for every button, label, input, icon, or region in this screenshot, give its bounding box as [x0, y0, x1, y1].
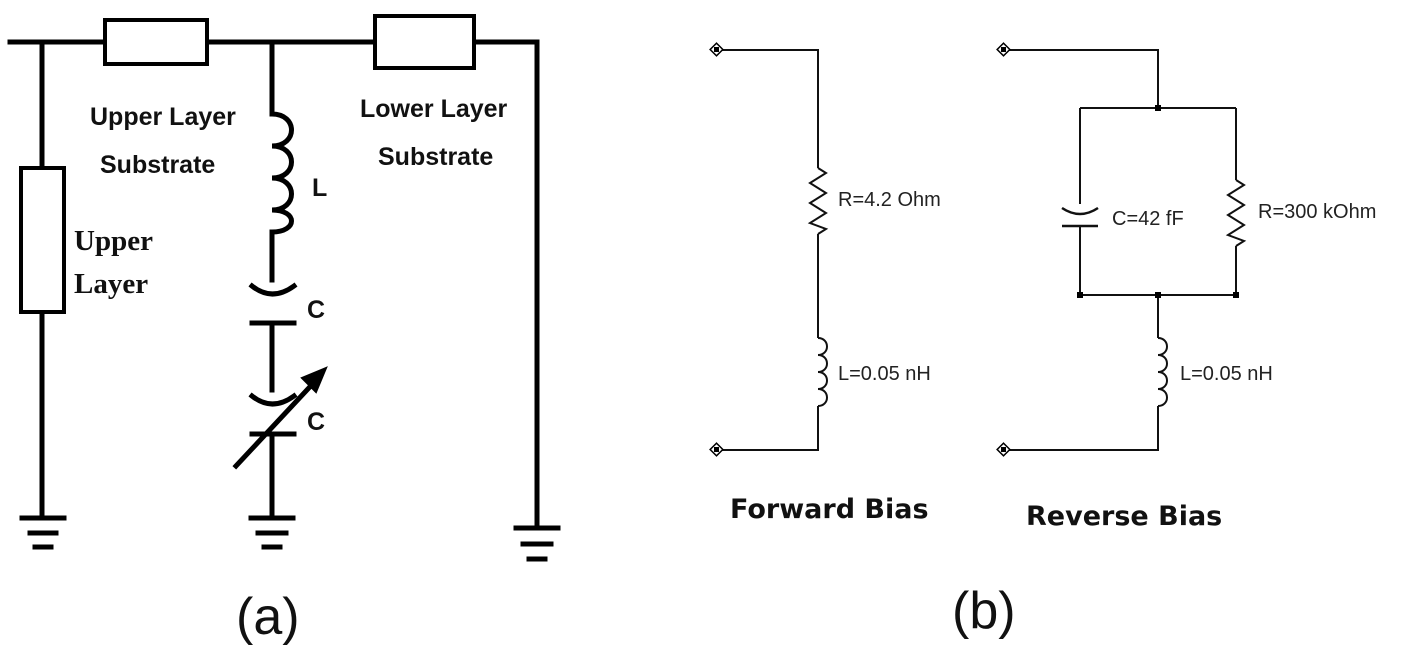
label-lower-layer-substrate-line1: Lower Layer: [360, 95, 508, 123]
panel-b-caption: (b): [952, 582, 1016, 640]
reverse-bias-wire-bottom: [1004, 406, 1159, 451]
reverse-bias-circuit: C=42 fF R=300 kOhm L=0.05 nH Reverse Bia…: [996, 42, 1376, 532]
reverse-bias-capacitor-curved-plate: [1061, 206, 1099, 216]
reverse-bias-wire-top: [1004, 49, 1159, 108]
label-upper-layer-substrate-line2: Substrate: [100, 151, 215, 179]
forward-bias-title: Forward Bias: [730, 494, 929, 525]
inductor-symbol: [269, 111, 294, 235]
variable-capacitor-curved-plate: [248, 392, 298, 407]
reverse-bias-node-bottom-left: [1077, 292, 1083, 298]
forward-bias-wire-bottom: [717, 406, 819, 451]
reverse-bias-title: Reverse Bias: [1026, 501, 1222, 532]
upper-layer-substrate-block: [103, 18, 209, 66]
label-upper-layer-line1: Upper: [74, 225, 153, 257]
forward-bias-wire-top: [717, 49, 819, 168]
reverse-bias-terminal-dot-top: [1001, 47, 1006, 52]
reverse-bias-node-bottom-right: [1233, 292, 1239, 298]
reverse-bias-terminal-dot-bottom: [1001, 447, 1006, 452]
capacitor-curved-plate: [248, 282, 298, 297]
label-upper-layer-substrate-line1: Upper Layer: [90, 103, 236, 131]
upper-layer-block: [19, 166, 66, 314]
reverse-bias-node-bottom-mid: [1155, 292, 1161, 298]
reverse-bias-capacitor-label: C=42 fF: [1112, 208, 1184, 230]
forward-bias-terminal-dot-top: [714, 47, 719, 52]
reverse-bias-resistor: [1225, 179, 1247, 247]
label-upper-layer-line2: Layer: [74, 268, 148, 300]
ground-symbol-right: [513, 525, 561, 562]
forward-bias-inductor-label: L=0.05 nH: [838, 363, 931, 385]
forward-bias-terminal-dot-bottom: [714, 447, 719, 452]
panel-b: R=4.2 Ohm L=0.05 nH Forward Bias: [709, 42, 1376, 640]
forward-bias-resistor: [807, 167, 829, 235]
reverse-bias-inductor: [1157, 337, 1168, 407]
label-capacitor: C: [307, 296, 325, 324]
label-variable-capacitor: C: [307, 408, 325, 436]
label-lower-layer-substrate-line2: Substrate: [378, 143, 493, 171]
ground-symbol-left: [19, 515, 67, 550]
panel-a-caption: (a): [236, 588, 300, 646]
forward-bias-circuit: R=4.2 Ohm L=0.05 nH Forward Bias: [709, 42, 941, 525]
reverse-bias-inductor-label: L=0.05 nH: [1180, 363, 1273, 385]
reverse-bias-node-top: [1155, 105, 1161, 111]
lower-layer-substrate-block: [373, 14, 476, 70]
panel-a: Upper Layer Substrate Lower Layer Substr…: [7, 14, 561, 646]
variable-capacitor-arrow: [232, 372, 324, 470]
forward-bias-inductor: [817, 337, 828, 407]
forward-bias-resistor-label: R=4.2 Ohm: [838, 189, 941, 211]
reverse-bias-resistor-label: R=300 kOhm: [1258, 201, 1376, 223]
variable-capacitor-arrowhead: [300, 366, 328, 394]
ground-symbol-middle: [248, 515, 296, 550]
label-inductor: L: [312, 174, 327, 202]
